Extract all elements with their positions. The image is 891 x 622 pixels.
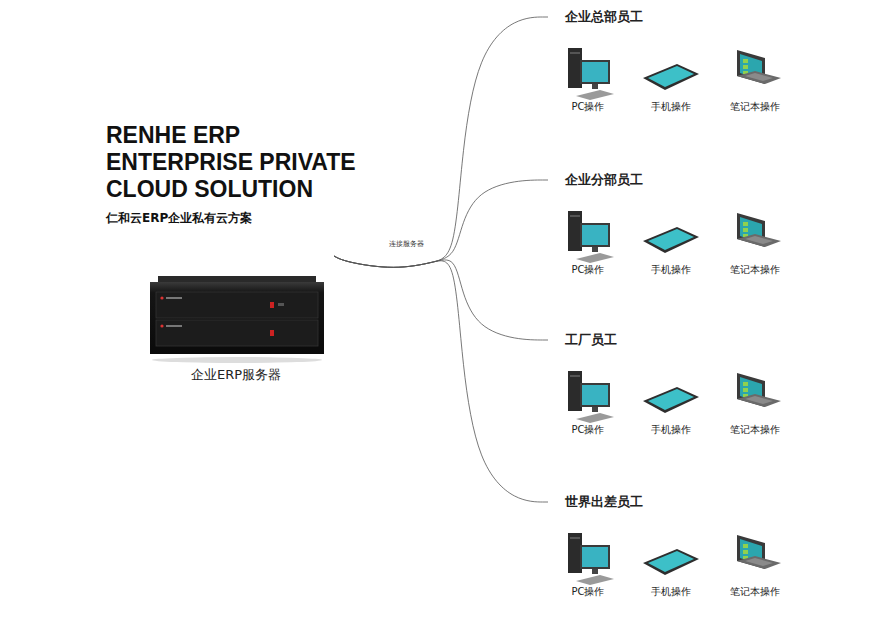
laptop-icon [723,201,787,263]
device-label: 笔记本操作 [714,423,796,437]
device-label: 手机操作 [630,423,712,437]
laptop-icon [723,361,787,423]
tablet-icon [639,38,703,100]
title: RENHE ERP ENTERPRISE PRIVATE CLOUD SOLUT… [106,122,381,203]
group-heading: 世界出差员工 [565,493,814,511]
tablet-icon [639,361,703,423]
device-node: PC操作 [547,201,629,277]
device-label: PC操作 [547,100,629,114]
device-node: 笔记本操作 [714,201,796,277]
device-label: PC操作 [547,585,629,599]
pc-icon [556,201,620,263]
device-label: 笔记本操作 [714,585,796,599]
server-label: 企业ERP服务器 [138,366,334,384]
device-label: 笔记本操作 [714,263,796,277]
device-node: PC操作 [547,38,629,114]
device-label: 手机操作 [630,585,712,599]
pc-icon [556,38,620,100]
device-label: 手机操作 [630,100,712,114]
device-node: PC操作 [547,523,629,599]
device-label: PC操作 [547,263,629,277]
connector [334,17,548,267]
tablet-icon [639,523,703,585]
device-node: 手机操作 [630,361,712,437]
laptop-icon [723,38,787,100]
device-node: 笔记本操作 [714,361,796,437]
connector [334,180,548,267]
device-node: 笔记本操作 [714,38,796,114]
group-heading: 工厂员工 [565,331,814,349]
connector-label: 连接服务器 [389,239,424,249]
group-heading: 企业分部员工 [565,171,814,189]
device-label: 笔记本操作 [714,100,796,114]
connector [334,256,548,340]
device-label: 手机操作 [630,263,712,277]
device-node: 手机操作 [630,523,712,599]
pc-icon [556,523,620,585]
device-node: 手机操作 [630,38,712,114]
device-label: PC操作 [547,423,629,437]
group-heading: 企业总部员工 [565,8,814,26]
device-node: 笔记本操作 [714,523,796,599]
employee-group: 企业总部员工 PC操作手机操作笔记本操作 [548,8,814,126]
employee-group: 世界出差员工 PC操作手机操作笔记本操作 [548,493,814,611]
subtitle: 仁和云ERP企业私有云方案 [106,210,252,227]
server-node: 企业ERP服务器 [138,248,334,384]
laptop-icon [723,523,787,585]
employee-group: 工厂员工 PC操作手机操作笔记本操作 [548,331,814,449]
device-node: 手机操作 [630,201,712,277]
server-illustration [144,254,329,366]
pc-icon [556,361,620,423]
connector [334,256,548,502]
device-node: PC操作 [547,361,629,437]
employee-group: 企业分部员工 PC操作手机操作笔记本操作 [548,171,814,289]
tablet-icon [639,201,703,263]
